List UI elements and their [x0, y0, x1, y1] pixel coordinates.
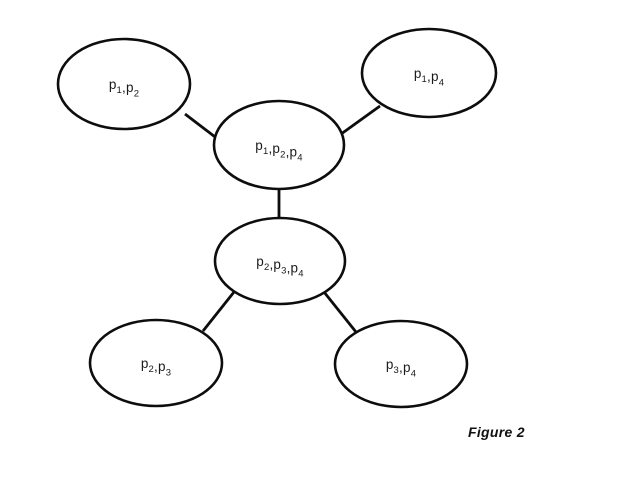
node-shape-p2p3p4[interactable]	[213, 216, 347, 306]
node-label-p1p4: p1,p4	[414, 66, 444, 89]
node-shape-p1p4[interactable]	[360, 27, 498, 119]
node-p1p4[interactable]: p1,p4	[360, 27, 498, 119]
nodes-layer: p1,p2 p1,p4 p1,p2,p4 p2,p3,p4 p2,p3 p3,p4	[56, 27, 498, 409]
node-p2p3[interactable]: p2,p3	[88, 318, 224, 408]
node-shape-p1p2[interactable]	[56, 37, 192, 131]
figure-caption: Figure 2	[468, 424, 525, 440]
node-label-p2p3: p2,p3	[141, 356, 171, 379]
node-shape-p1p2p4[interactable]	[212, 99, 346, 191]
node-label-p1p2p4: p1,p2,p4	[255, 138, 303, 164]
edge-p2p3p4-p3p4	[322, 291, 358, 333]
node-label-p3p4: p3,p4	[386, 357, 416, 380]
node-p3p4[interactable]: p3,p4	[333, 319, 469, 409]
node-p1p2[interactable]: p1,p2	[56, 37, 192, 131]
node-shape-p3p4[interactable]	[333, 319, 469, 409]
node-p1p2p4[interactable]: p1,p2,p4	[212, 99, 346, 191]
node-label-p1p2: p1,p2	[109, 77, 139, 100]
node-p2p3p4[interactable]: p2,p3,p4	[213, 216, 347, 306]
node-shape-p2p3[interactable]	[88, 318, 224, 408]
edge-p2p3p4-p2p3	[201, 291, 236, 332]
node-label-p2p3p4: p2,p3,p4	[256, 254, 304, 280]
